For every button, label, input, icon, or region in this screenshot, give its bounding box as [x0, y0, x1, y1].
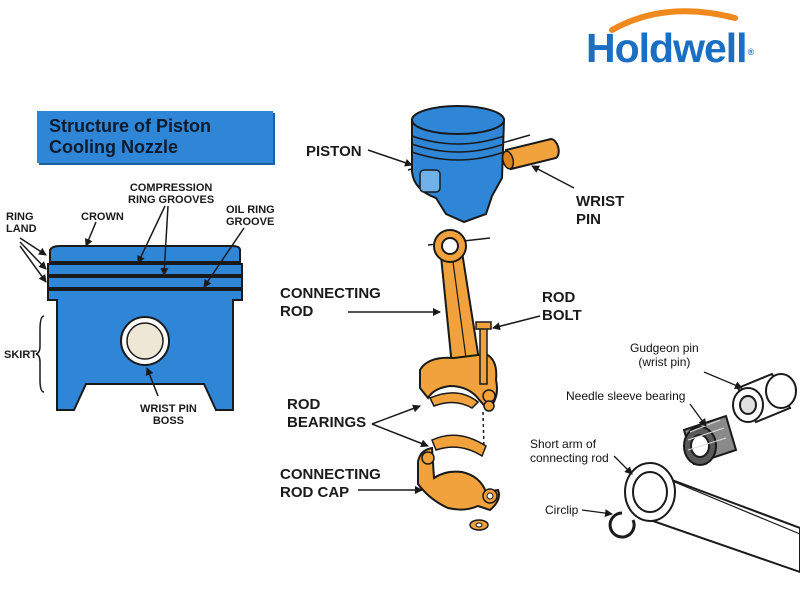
- title-line-1: Structure of Piston: [49, 116, 212, 136]
- ring-land-1: [47, 263, 243, 276]
- label-connecting-rod: CONNECTING ROD: [280, 285, 381, 320]
- rod-big-end: [419, 352, 498, 412]
- connecting-rod: [419, 229, 498, 458]
- piston-3d: [407, 105, 560, 224]
- left-callouts: [19, 205, 245, 397]
- label-oil-ring-groove: OIL RING GROOVE: [226, 204, 275, 228]
- ring-land-2: [47, 276, 243, 289]
- label-piston: PISTON: [306, 143, 362, 160]
- label-short-arm: Short arm of connecting rod: [530, 437, 609, 465]
- lower-bearing: [431, 434, 487, 458]
- label-compression-ring-grooves: COMPRESSION RING GROOVES: [128, 182, 215, 206]
- label-rod-bolt: ROD BOLT: [542, 289, 582, 324]
- label-crown: CROWN: [81, 211, 124, 223]
- label-wrist-pin-boss: WRIST PIN BOSS: [140, 403, 197, 427]
- piston-body: [411, 119, 506, 224]
- center-callouts: [348, 149, 575, 494]
- label-skirt: SKIRT: [4, 349, 37, 361]
- brand-mark: ®: [747, 47, 755, 57]
- brand-logo: Holdwell®: [586, 25, 755, 71]
- label-circlip: Circlip: [545, 503, 579, 517]
- label-needle-sleeve-bearing: Needle sleeve bearing: [566, 389, 686, 403]
- rod-bolt: [479, 325, 488, 385]
- label-wrist-pin: WRIST PIN: [576, 193, 625, 228]
- upper-bearing: [428, 392, 480, 409]
- title-line-2: Cooling Nozzle: [49, 137, 178, 157]
- label-rod-bearings: ROD BEARINGS: [287, 396, 367, 431]
- brand-name: Holdwell: [586, 25, 748, 71]
- right-callouts: [581, 371, 743, 518]
- piston-top: [411, 105, 505, 135]
- logo-arc: [609, 8, 738, 33]
- label-ring-land: RING LAND: [6, 211, 37, 235]
- circlip: [608, 511, 636, 539]
- diagram-title: Structure of Piston Cooling Nozzle: [37, 111, 273, 163]
- label-gudgeon-pin: Gudgeon pin (wrist pin): [630, 341, 699, 369]
- wrist-pin: [504, 137, 560, 171]
- label-connecting-rod-cap: CONNECTING ROD CAP: [280, 466, 381, 501]
- rod-beam: [439, 250, 481, 368]
- gudgeon-assembly: [608, 372, 800, 574]
- piston-cross-section: [47, 245, 243, 411]
- rod-cap: [417, 446, 500, 531]
- wrist-pin-boss-core: [126, 322, 164, 360]
